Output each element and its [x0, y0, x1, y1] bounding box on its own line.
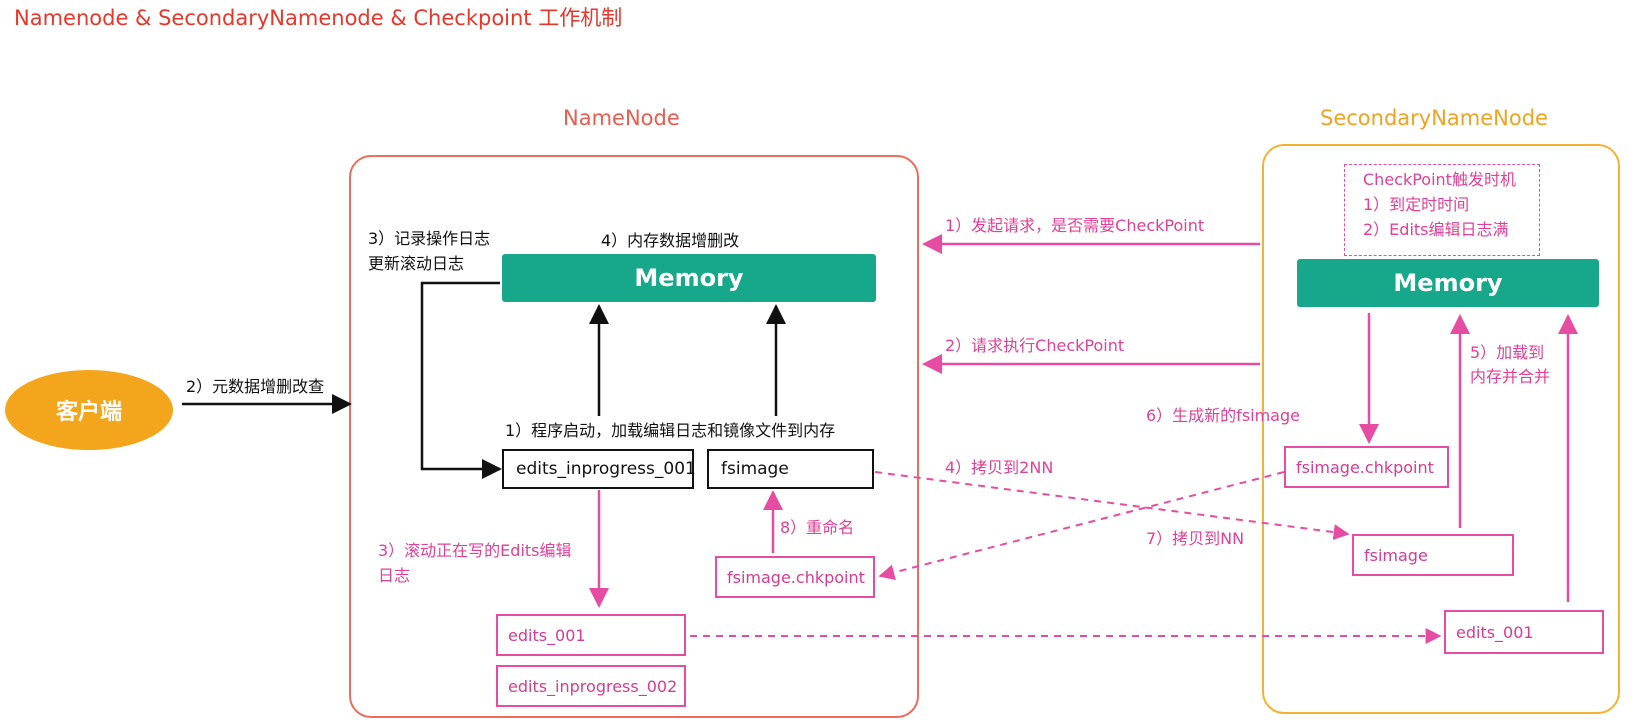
copy-fsimage-to-2nn-arrow [874, 471, 1350, 541]
namenode-memory-box: Memory [502, 254, 876, 302]
namenode-fsimage-box: fsimage [707, 449, 874, 489]
secondary-namenode-label: SecondaryNameNode [1320, 106, 1548, 130]
record-log-arrow [420, 281, 502, 479]
namenode-edits-001-box: edits_001 [496, 614, 686, 656]
secondary-memory-box: Memory [1297, 259, 1599, 307]
nn-step3-record-line1: 3）记录操作日志 [368, 229, 491, 248]
checkpoint-trigger-item2: 2）Edits编辑日志满 [1363, 220, 1509, 239]
copy-chkpoint-to-nn-arrow [878, 471, 1285, 581]
nn-step3-roll-line1: 3）滚动正在写的Edits编辑 [378, 541, 572, 560]
nn-step3-record-line2: 更新滚动日志 [368, 254, 465, 273]
nn-step4-memory-label: 4）内存数据增删改 [601, 231, 740, 250]
checkpoint-trigger-title: CheckPoint触发时机 [1363, 170, 1516, 189]
secondary-edits-001-box: edits_001 [1444, 610, 1604, 654]
execute-checkpoint-label: 2）请求执行CheckPoint [945, 336, 1125, 355]
checkpoint-trigger-item1: 1）到定时时间 [1363, 195, 1470, 214]
secondary-namenode-container [1262, 144, 1620, 714]
snn-step5-line1: 5）加载到 [1470, 343, 1545, 362]
client-step2-label: 2）元数据增删改查 [186, 377, 325, 396]
namenode-label: NameNode [563, 106, 680, 130]
client-node: 客户端 [5, 370, 173, 450]
snn-step5-line2: 内存并合并 [1470, 367, 1551, 386]
edits-inprogress-002-box: edits_inprogress_002 [496, 665, 686, 707]
nn-step1-load-label: 1）程序启动，加载编辑日志和镜像文件到内存 [505, 421, 836, 440]
checkpoint-trigger-box [1344, 164, 1540, 256]
edits-inprogress-001-box: edits_inprogress_001 [502, 449, 696, 489]
copy-to-nn-label: 7）拷贝到NN [1146, 529, 1245, 548]
diagram-title: Namenode & SecondaryNamenode & Checkpoin… [14, 6, 623, 30]
nn-step8-rename-label: 8）重命名 [780, 518, 855, 537]
request-checkpoint-label: 1）发起请求，是否需要CheckPoint [945, 216, 1205, 235]
secondary-fsimage-chkpoint-box: fsimage.chkpoint [1284, 446, 1449, 488]
namenode-fsimage-chkpoint-box: fsimage.chkpoint [715, 556, 875, 598]
snn-step6-label: 6）生成新的fsimage [1146, 406, 1300, 425]
secondary-fsimage-box: fsimage [1352, 534, 1514, 576]
namenode-container [349, 155, 919, 718]
copy-to-2nn-label: 4）拷贝到2NN [945, 458, 1054, 477]
nn-step3-roll-line2: 日志 [378, 566, 411, 585]
